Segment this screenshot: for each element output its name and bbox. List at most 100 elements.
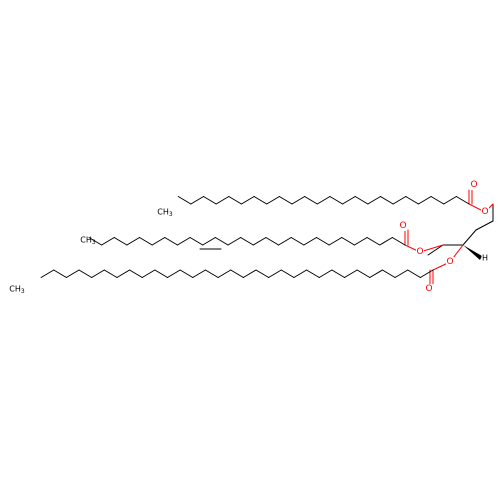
chain2-bond bbox=[252, 237, 267, 246]
chain2-bond bbox=[202, 237, 216, 246]
chain2-bond bbox=[240, 237, 254, 246]
chain2-bond bbox=[139, 237, 153, 246]
chain3-ester-oxygen-bg bbox=[446, 257, 454, 267]
backbone-bond bbox=[427, 244, 444, 256]
chain2-carbonyl-oxygen-bg bbox=[399, 221, 407, 231]
chain1-ester-oxygen-bg bbox=[481, 207, 489, 217]
chain1-bond bbox=[203, 196, 217, 205]
chain3-bond bbox=[65, 269, 80, 278]
chain1-bond bbox=[215, 196, 230, 205]
chain3-bond bbox=[255, 269, 270, 278]
chain3-bond bbox=[242, 269, 257, 278]
chain3-methyl: CH3 bbox=[9, 285, 25, 295]
chain3-bond bbox=[53, 269, 67, 278]
chain1-bond bbox=[443, 196, 457, 205]
chain2-bond bbox=[88, 237, 103, 246]
chain1-bond bbox=[253, 196, 268, 205]
chain2-bond bbox=[391, 237, 406, 246]
chain3-bond bbox=[369, 269, 383, 278]
chain1-bond bbox=[291, 196, 306, 205]
chain2-bond bbox=[265, 237, 280, 246]
chain3-bond bbox=[306, 269, 320, 278]
chain3-bond bbox=[141, 269, 156, 278]
chain2-bond bbox=[113, 237, 128, 246]
chain1-methyl: CH3 bbox=[157, 208, 173, 218]
chain3-bond bbox=[179, 269, 194, 278]
chain1-bond bbox=[329, 196, 344, 205]
chain2-bond bbox=[189, 237, 204, 246]
chain2-bond bbox=[176, 237, 191, 246]
chain2-bond bbox=[366, 237, 381, 246]
chain3-bond bbox=[280, 269, 295, 278]
chain2-bond bbox=[328, 237, 343, 246]
chain2-bond bbox=[101, 237, 115, 246]
chain3-bond bbox=[217, 269, 232, 278]
chain1-carbonyl-oxygen: O bbox=[470, 180, 477, 190]
chain2-bond bbox=[227, 237, 242, 246]
chain2-methyl: CH3 bbox=[80, 236, 96, 246]
chain2-bond bbox=[341, 237, 355, 246]
chain3-bond bbox=[91, 269, 105, 278]
chain3-bond bbox=[293, 269, 308, 278]
chain3-bond bbox=[204, 269, 219, 278]
chain2-carbonyl-oxygen: O bbox=[399, 221, 406, 231]
chain3-bond bbox=[103, 269, 118, 278]
chain3-bond bbox=[154, 269, 169, 278]
chain3-carbonyl-oxygen: O bbox=[425, 284, 432, 294]
chain2-bond bbox=[303, 237, 318, 246]
chain3-bond bbox=[167, 269, 181, 278]
stereo-hydrogen: H bbox=[482, 254, 488, 263]
chain3-bond bbox=[318, 269, 333, 278]
chain3-bond bbox=[129, 269, 143, 278]
chain1-bond bbox=[177, 196, 192, 205]
chain1-carbonyl-oxygen-bg bbox=[470, 180, 478, 190]
chain2-bond bbox=[316, 237, 330, 246]
chain1-bond bbox=[367, 196, 382, 205]
chain1-ester-oxygen: O bbox=[481, 207, 488, 217]
chain1-bond bbox=[190, 196, 205, 205]
chain3-bond bbox=[356, 269, 371, 278]
chain2-ester-oxygen-bg bbox=[416, 247, 424, 257]
chain1-bond bbox=[316, 196, 331, 205]
chain3-bond bbox=[331, 269, 346, 278]
stereo-hydrogen-bg bbox=[481, 253, 489, 263]
chain3-bond bbox=[419, 269, 434, 278]
chain3-bond bbox=[407, 269, 421, 278]
chain1-bond bbox=[278, 196, 293, 205]
bond-layer bbox=[40, 189, 494, 285]
chain2-ester-oxygen: O bbox=[416, 247, 423, 257]
chain2-bond bbox=[353, 237, 368, 246]
chain3-carbonyl-oxygen-bg bbox=[425, 284, 433, 294]
chain3-bond bbox=[192, 269, 206, 278]
chain1-bond bbox=[392, 196, 407, 205]
backbone-bond bbox=[462, 229, 477, 246]
chain3-bond bbox=[344, 269, 358, 278]
chain3-bond bbox=[394, 269, 409, 278]
chain3-bond bbox=[268, 269, 282, 278]
chain1-bond bbox=[405, 196, 419, 205]
chain2-bond bbox=[278, 237, 292, 246]
chain1-bond bbox=[266, 196, 280, 205]
chain3-bond bbox=[40, 269, 55, 278]
chain2-bond bbox=[126, 237, 141, 246]
chain2-bond bbox=[379, 237, 393, 246]
chain3-bond bbox=[78, 269, 93, 278]
chain1-bond bbox=[304, 196, 318, 205]
chain2-bond bbox=[151, 237, 166, 246]
chain2-bond bbox=[214, 237, 229, 246]
chain1-bond bbox=[430, 196, 445, 205]
chain1-bond bbox=[354, 196, 369, 205]
backbone-bond bbox=[475, 220, 494, 231]
chain1-bond bbox=[455, 196, 470, 205]
chain2-bond bbox=[164, 237, 178, 246]
chain1-bond bbox=[240, 196, 255, 205]
chain1-bond bbox=[417, 196, 432, 205]
stereo-wedge-bond bbox=[463, 245, 482, 260]
chain3-bond bbox=[116, 269, 131, 278]
chain3-bond bbox=[381, 269, 396, 278]
chain3-ester-oxygen: O bbox=[446, 257, 453, 267]
chain1-bond bbox=[380, 196, 394, 205]
chain1-bond bbox=[342, 196, 356, 205]
